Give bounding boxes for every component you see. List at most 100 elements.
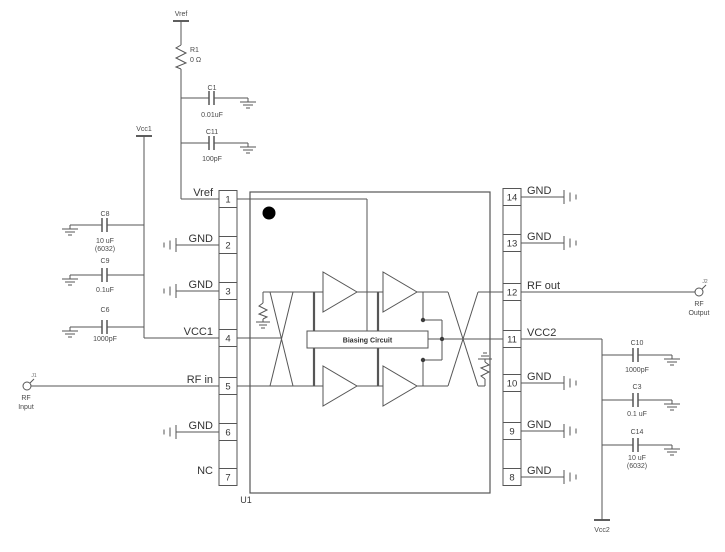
pin-number: 3 [225,287,230,298]
ic-pins-left: 1 2 3 4 5 6 7 Vref GND GND VCC1 RF in GN… [163,187,238,486]
r1-value: 0 Ω [190,57,201,64]
pin-box-10 [502,374,522,392]
ground-icon [563,189,577,205]
c8-value: 10 uF [96,238,114,245]
c10-value: 1000pF [625,367,649,374]
c10-ref: C10 [631,340,644,347]
pin-name-gnd: GND [527,371,552,383]
ic-refdes: U1 [240,495,252,505]
pin-number: 8 [509,473,514,484]
pin-name-rfout: RF out [527,280,560,292]
rf-input-port: J1 RF Input [18,373,219,411]
pin-number: 1 [225,195,230,206]
ground-icon [239,97,257,109]
pin-box-7 [218,468,238,486]
capacitor-c11 [208,135,215,151]
pin-name-vref: Vref [193,187,214,199]
ground-icon [663,444,681,456]
pin-name-rfin: RF in [187,374,213,386]
pin-name-gnd: GND [189,233,214,245]
capacitor-c9 [101,267,108,283]
vref-net-label: Vref [175,11,188,18]
pin-number: 7 [225,473,230,484]
ic-internal-circuit: Biasing Circuit [237,198,503,407]
input-crossing [269,291,294,387]
ground-icon [239,142,257,154]
c9-ref: C9 [101,258,110,265]
output-shunt-resistor [478,352,492,386]
ground-icon [61,274,79,286]
output-crossing [447,291,479,387]
capacitor-c6 [101,319,108,335]
ground-icon [663,399,681,411]
c1-ref: C1 [208,85,217,92]
ic-pins-right: 14 13 12 11 10 9 8 GND GND RF out VCC2 G… [502,185,577,486]
pin-number: 12 [507,288,518,299]
biasing-circuit-block [306,330,429,349]
pin-box-6 [218,423,238,441]
pin-box-13 [502,234,522,252]
r1-ref: R1 [190,47,199,54]
amp-stage-icon [322,271,358,313]
input-shunt-resistor [256,292,270,329]
rf-input-refdes: J1 [31,373,37,379]
pin-name-vcc2: VCC2 [527,327,556,339]
c14-package: (6032) [627,463,647,470]
pin-name-gnd: GND [527,231,552,243]
rf-output-refdes: J2 [702,279,708,285]
amp-stage-icon [382,271,418,313]
pin-name-gnd: GND [527,419,552,431]
pin-number: 13 [507,239,518,250]
c8-ref: C8 [101,211,110,218]
rf-input-label-1: RF [21,395,30,402]
vcc1-net: Vcc1 C8 10 uF (6032) C9 0.1uF C6 1000pF [61,126,219,343]
rf-output-connector-icon [694,287,704,297]
capacitor-c1 [208,90,215,106]
vcc2-net: Vcc2 C10 1000pF C3 0.1 uF C14 10 uF (603… [521,338,681,534]
c3-value: 0.1 uF [627,411,647,418]
pin-number: 9 [509,427,514,438]
c6-value: 1000pF [93,336,117,343]
junction-dot [420,357,426,363]
capacitor-c10 [632,347,639,363]
ic-outline [249,191,491,494]
capacitor-c14 [632,437,639,453]
ic-body: U1 [240,191,491,505]
pin-number: 11 [507,335,517,346]
ground-icon [61,326,79,338]
pin-name-vcc1: VCC1 [184,326,213,338]
capacitor-c8 [101,217,108,233]
biasing-circuit-label: Biasing Circuit [343,338,393,345]
ground-icon [563,375,577,391]
c11-ref: C11 [206,129,218,136]
c6-ref: C6 [101,307,110,314]
amp-stage-icon [322,365,358,407]
rf-output-label-1: RF [694,301,703,308]
c14-ref: C14 [631,429,644,436]
rf-output-label-2: Output [688,310,709,317]
pin-number: 4 [225,334,230,345]
pin-name-nc: NC [197,465,213,477]
pin-box-8 [502,468,522,486]
vref-net: Vref R1 0 Ω C1 0.01uF C11 100pF [173,11,257,200]
pin-box-2 [218,236,238,254]
rf-input-connector-icon [22,381,32,391]
ground-icon [163,237,177,253]
pin-number: 2 [225,241,230,252]
c11-value: 100pF [202,156,222,163]
c3-ref: C3 [633,384,642,391]
ground-icon [163,283,177,299]
pin-name-gnd: GND [189,420,214,432]
resistor-r1 [174,44,188,70]
vcc2-net-label: Vcc2 [594,527,610,534]
pin-box-14 [502,188,522,206]
pin-number: 14 [507,193,518,204]
pin-number: 5 [225,382,230,393]
pin-box-3 [218,282,238,300]
rf-input-label-2: Input [18,404,34,411]
pin-box-9 [502,422,522,440]
ground-icon [663,354,681,366]
ground-icon [163,424,177,440]
